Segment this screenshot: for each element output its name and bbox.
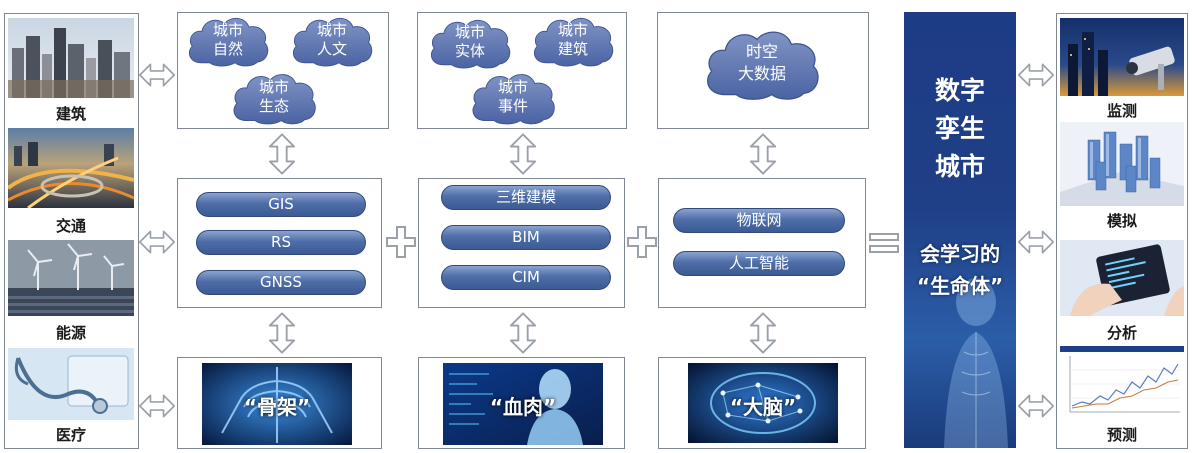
3d-city-model-image: [1060, 122, 1184, 206]
center-title: 数字 孪生 城市: [904, 72, 1016, 186]
skeleton-label: “骨架”: [243, 395, 311, 419]
cloud-text: 生态: [258, 97, 289, 115]
center-title-line: 孪生: [934, 114, 985, 143]
cloud-text: 建筑: [557, 40, 588, 58]
cloud-text: 城市: [212, 21, 243, 39]
cloud-text: 城市: [316, 21, 347, 39]
right-item-label-1: 模拟: [1106, 212, 1137, 230]
wind-turbines-photo: [8, 240, 134, 316]
cloud-text: 时空: [745, 42, 778, 61]
cloud-shape: 时空 大数据: [700, 26, 824, 102]
digital-human-image: “血肉”: [443, 363, 603, 445]
cloud-text: 自然: [212, 40, 243, 58]
left-item-label-2: 能源: [55, 324, 86, 342]
surveillance-camera-photo: [1060, 18, 1184, 96]
tech-pill-ai: 人工智能: [673, 251, 845, 276]
flesh-label: “血肉”: [489, 395, 557, 419]
cloud-text: 人文: [316, 40, 347, 58]
line-chart-image: [1060, 346, 1184, 420]
right-item-label-0: 监测: [1106, 102, 1137, 120]
right-item-label-3: 预测: [1106, 426, 1137, 444]
tablet-analysis-photo: [1060, 240, 1184, 316]
cloud-text: 大数据: [737, 64, 786, 83]
tech-pill-gnss: GNSS: [196, 270, 366, 295]
tech-pill-iot: 物联网: [673, 208, 845, 233]
double-arrow-icon: [268, 312, 296, 354]
cloud-text: 城市: [454, 23, 485, 41]
left-item-label-3: 医疗: [55, 426, 86, 444]
center-subtitle-line: “生命体”: [916, 274, 1004, 298]
double-arrow-icon: [1018, 62, 1054, 88]
cloud-text: 实体: [454, 42, 485, 60]
double-arrow-icon: [268, 133, 296, 175]
double-arrow-icon: [749, 312, 777, 354]
tech-pill-rs: RS: [196, 230, 366, 255]
brain-label: “大脑”: [729, 395, 797, 419]
cloud-shape: 城市 自然: [184, 14, 272, 68]
double-arrow-icon: [1018, 393, 1054, 419]
cloud-shape: 城市 人文: [288, 14, 376, 68]
center-subtitle: 会学习的 “生命体”: [904, 238, 1016, 302]
left-item-label-0: 建筑: [55, 105, 86, 123]
cloud-text: 事件: [497, 97, 528, 115]
right-item-label-2: 分析: [1106, 324, 1137, 342]
ai-tech-panel: [658, 178, 866, 308]
center-subtitle-line: 会学习的: [920, 242, 1000, 266]
tech-pill-3d-modeling: 三维建模: [441, 185, 611, 210]
double-arrow-icon: [1018, 229, 1054, 255]
double-arrow-icon: [509, 312, 537, 354]
plus-operator: [627, 226, 657, 258]
brain-network-image: “大脑”: [688, 363, 838, 443]
cloud-text: 城市: [557, 21, 588, 39]
digital-twin-city-panel: [904, 12, 1016, 448]
double-arrow-icon: [509, 133, 537, 175]
double-arrow-icon: [139, 62, 175, 88]
equals-operator: [869, 232, 899, 254]
tech-pill-gis: GIS: [196, 192, 366, 217]
cloud-text: 城市: [258, 78, 289, 96]
cloud-shape: 城市 生态: [228, 70, 320, 126]
cloud-shape: 城市 实体: [425, 16, 515, 70]
double-arrow-icon: [139, 393, 175, 419]
double-arrow-icon: [139, 229, 175, 255]
highway-interchange-photo: [8, 128, 134, 208]
city-skyline-photo: [8, 18, 134, 98]
center-title-line: 城市: [934, 152, 985, 181]
tech-pill-cim: CIM: [441, 265, 611, 290]
center-title-line: 数字: [934, 76, 985, 105]
cloud-shape: 城市 事件: [466, 70, 560, 126]
plus-operator: [386, 226, 416, 258]
skeleton-image: “骨架”: [202, 363, 352, 445]
cloud-text: 城市: [497, 78, 528, 96]
tech-pill-bim: BIM: [441, 225, 611, 250]
digital-human-silhouette: [944, 278, 1008, 448]
cloud-shape: 城市 建筑: [528, 14, 618, 68]
double-arrow-icon: [749, 133, 777, 175]
left-item-label-1: 交通: [55, 217, 86, 235]
stethoscope-photo: [8, 348, 134, 420]
